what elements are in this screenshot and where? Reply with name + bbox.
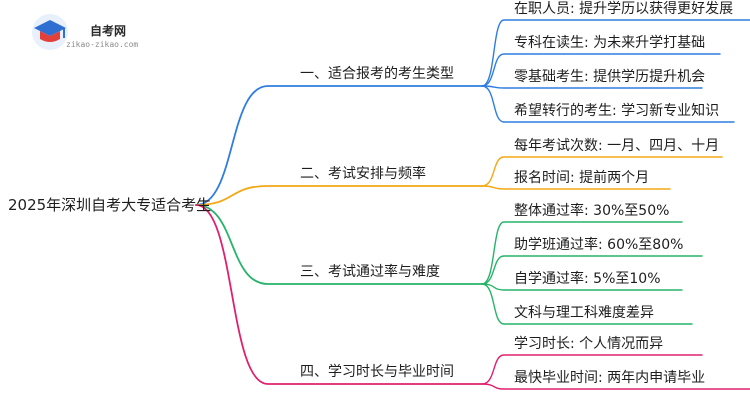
leaf-connector — [481, 221, 683, 285]
branch-label: 二、考试安排与频率 — [300, 166, 426, 182]
branch-label: 三、考试通过率与难度 — [300, 264, 440, 280]
graduation-cap-icon — [32, 14, 68, 50]
leaf-connector — [481, 185, 671, 190]
leaf-label: 专科在读生: 为未来升学打基础 — [514, 35, 706, 51]
leaf-connector — [481, 85, 703, 89]
branch-connector — [195, 85, 483, 206]
branch-connector — [195, 204, 483, 385]
leaf-label: 每年考试次数: 一月、四月、十月 — [514, 138, 720, 154]
logo-name: 自考网 — [90, 24, 127, 38]
leaf-label: 整体通过率: 30%至50% — [514, 203, 670, 219]
site-logo: 自考网 zikao-zikao.com — [30, 12, 170, 54]
branch-label: 一、适合报考的考生类型 — [300, 66, 454, 82]
leaf-connector — [481, 283, 693, 325]
leaf-connector — [481, 354, 703, 385]
leaf-connector — [481, 156, 723, 187]
leaf-label: 文科与理工科难度差异 — [514, 305, 654, 321]
logo-url: zikao-zikao.com — [66, 40, 139, 49]
leaf-connector — [481, 53, 721, 87]
mindmap-root: 2025年深圳自考大专适合考生 — [8, 196, 212, 214]
leaf-connector — [481, 85, 735, 123]
leaf-label: 在职人员: 提升学历以获得更好发展 — [514, 1, 734, 17]
leaf-connector — [481, 283, 683, 291]
branch-label: 四、学习时长与毕业时间 — [300, 364, 454, 380]
leaf-label: 自学通过率: 5%至10% — [514, 271, 661, 287]
leaf-label: 学习时长: 个人情况而异 — [514, 336, 664, 352]
leaf-label: 零基础考生: 提供学历提升机会 — [514, 69, 706, 85]
leaf-connector — [481, 19, 750, 87]
leaf-label: 最快毕业时间: 两年内申请毕业 — [514, 370, 706, 386]
branch-connector — [195, 204, 483, 285]
leaf-connector — [481, 255, 703, 285]
leaf-connector — [481, 383, 750, 390]
branch-connector — [195, 185, 483, 206]
leaf-label: 希望转行的考生: 学习新专业知识 — [514, 103, 720, 119]
leaf-label: 助学班通过率: 60%至80% — [514, 237, 684, 253]
leaf-label: 报名时间: 提前两个月 — [514, 170, 650, 186]
